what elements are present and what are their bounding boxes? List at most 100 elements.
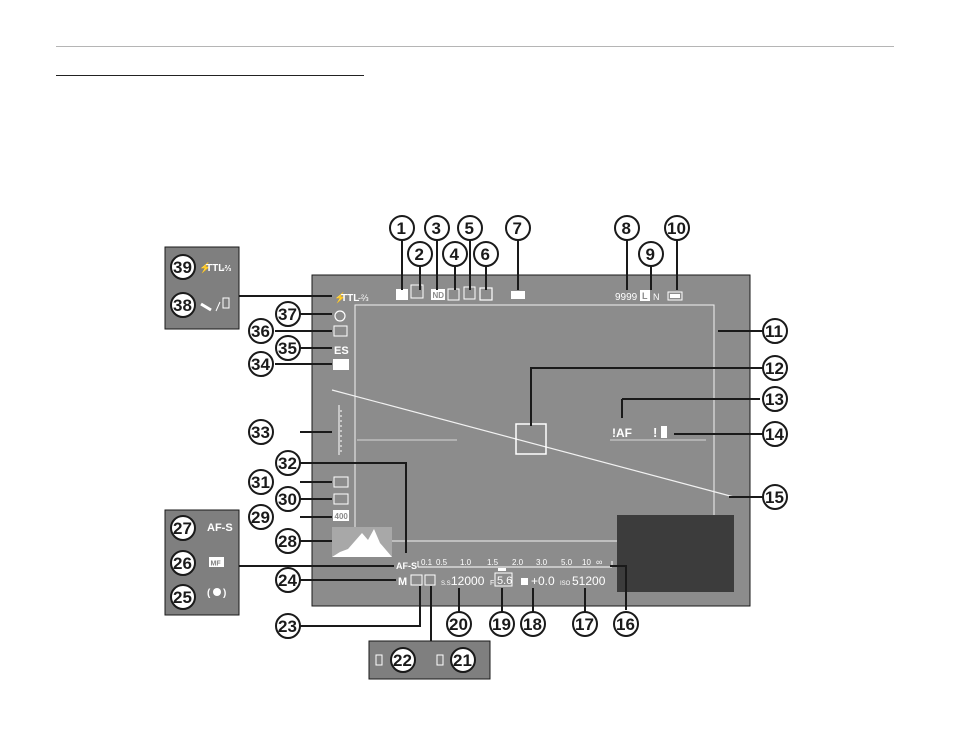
callout-20: 20 bbox=[446, 611, 472, 637]
svg-text:9: 9 bbox=[646, 245, 655, 264]
icon-4 bbox=[447, 288, 460, 301]
svg-text:14: 14 bbox=[765, 425, 784, 444]
mini-preview-box bbox=[617, 515, 734, 592]
scale-5: 3.0 bbox=[536, 558, 548, 567]
inset-icon-22 bbox=[375, 654, 383, 666]
self-timer-icon bbox=[334, 310, 346, 322]
callout-23: 23 bbox=[275, 613, 301, 639]
callout-37: 37 bbox=[275, 301, 301, 327]
nd-badge: ND bbox=[433, 291, 445, 300]
top-rule bbox=[56, 46, 894, 47]
histogram-shape bbox=[332, 529, 392, 557]
frames-remaining: 9999 bbox=[615, 292, 638, 303]
inset-af-s: AF-S bbox=[207, 522, 233, 534]
svg-text:4: 4 bbox=[450, 245, 460, 264]
svg-text:12: 12 bbox=[765, 359, 784, 378]
callout-18: 18 bbox=[520, 611, 546, 637]
callout-30: 30 bbox=[275, 486, 301, 512]
inset-focus-check: ( bbox=[207, 588, 211, 599]
callout-5: 5 bbox=[457, 215, 483, 241]
focus-distance-marker bbox=[498, 568, 506, 571]
inset-focus-check-dot bbox=[213, 588, 221, 596]
callout-14: 14 bbox=[762, 421, 788, 447]
svg-text:18: 18 bbox=[523, 615, 542, 634]
battery-level bbox=[670, 294, 680, 298]
callout-7: 7 bbox=[505, 215, 531, 241]
inset-flash-comp: -⅔ bbox=[222, 264, 232, 273]
film-simulation-icon bbox=[333, 493, 349, 505]
scale-8: ∞ bbox=[596, 557, 602, 567]
svg-text:33: 33 bbox=[251, 423, 270, 442]
svg-text:31: 31 bbox=[251, 473, 270, 492]
callout-11: 11 bbox=[762, 318, 788, 344]
svg-text:16: 16 bbox=[616, 615, 635, 634]
metering-icon bbox=[410, 574, 423, 586]
callout-12: 12 bbox=[762, 355, 788, 381]
svg-text:15: 15 bbox=[765, 488, 784, 507]
svg-text:36: 36 bbox=[251, 322, 270, 341]
svg-text:3: 3 bbox=[432, 219, 441, 238]
svg-text:37: 37 bbox=[278, 305, 297, 324]
svg-text:13: 13 bbox=[765, 390, 784, 409]
left-status-column: ⚡ TTL -⅔ ES 400 bbox=[332, 291, 392, 557]
shutter-type: ES bbox=[334, 345, 349, 357]
callout-28: 28 bbox=[275, 528, 301, 554]
shooting-mode: M bbox=[398, 576, 407, 588]
callout-34: 34 bbox=[248, 351, 274, 377]
svg-text:10: 10 bbox=[667, 219, 686, 238]
svg-text:29: 29 bbox=[251, 508, 270, 527]
aperture-prefix: F bbox=[490, 580, 494, 587]
bottom-status-row: M S.S. 12000 F 5.6 +0.0 ISO 51200 bbox=[398, 572, 606, 588]
callout-15: 15 bbox=[762, 484, 788, 510]
svg-text:11: 11 bbox=[765, 322, 783, 341]
electronic-level bbox=[331, 389, 735, 498]
callout-25: 25 bbox=[170, 584, 196, 610]
svg-text:19: 19 bbox=[492, 615, 511, 634]
svg-text:28: 28 bbox=[278, 532, 297, 551]
leader-lines bbox=[239, 240, 763, 641]
callout-35: 35 bbox=[275, 335, 301, 361]
focus-warning: !AF bbox=[612, 426, 632, 440]
svg-text:21: 21 bbox=[453, 651, 472, 670]
inset-flash-mode: TTL bbox=[206, 263, 224, 274]
inset-remote-icon bbox=[200, 302, 212, 312]
af-mode: AF-S bbox=[396, 561, 417, 571]
svg-text:32: 32 bbox=[278, 454, 297, 473]
svg-text:5: 5 bbox=[465, 219, 474, 238]
aperture: 5.6 bbox=[497, 575, 512, 587]
svg-text:7: 7 bbox=[513, 219, 522, 238]
svg-text:24: 24 bbox=[278, 571, 297, 590]
scale-7: 10 bbox=[582, 558, 591, 567]
callout-2: 2 bbox=[407, 241, 433, 267]
svg-text:2: 2 bbox=[415, 245, 424, 264]
continuous-mode-icon bbox=[333, 325, 348, 337]
dynamic-range: 400 bbox=[335, 512, 349, 521]
scale-3: 1.5 bbox=[487, 558, 499, 567]
image-quality: N bbox=[653, 292, 660, 302]
callout-21: 21 bbox=[450, 647, 476, 673]
svg-text:23: 23 bbox=[278, 617, 297, 636]
inset-icon-21 bbox=[436, 654, 444, 666]
icon-7 bbox=[511, 291, 525, 299]
callout-27: 27 bbox=[170, 515, 196, 541]
inset-phone-icon bbox=[222, 297, 230, 309]
inset-slash bbox=[215, 301, 221, 312]
image-size-bg bbox=[640, 290, 650, 301]
flash-mode-icon: ⚡ bbox=[334, 291, 346, 304]
callout-17: 17 bbox=[572, 611, 598, 637]
callout-16: 16 bbox=[613, 611, 639, 637]
callout-3: 3 bbox=[424, 215, 450, 241]
callout-33: 33 bbox=[248, 419, 274, 445]
callout-36: 36 bbox=[248, 318, 274, 344]
svg-text:25: 25 bbox=[173, 588, 192, 607]
callout-29: 29 bbox=[248, 504, 274, 530]
section-underline bbox=[56, 75, 364, 76]
scale-2: 1.0 bbox=[460, 558, 472, 567]
callout-31: 31 bbox=[248, 469, 274, 495]
scale-4: 2.0 bbox=[512, 558, 524, 567]
top-status-row: ND 9999 L N bbox=[396, 284, 683, 303]
flash-comp: -⅔ bbox=[358, 293, 369, 303]
icon-1 bbox=[396, 289, 408, 300]
callout-32: 32 bbox=[275, 450, 301, 476]
